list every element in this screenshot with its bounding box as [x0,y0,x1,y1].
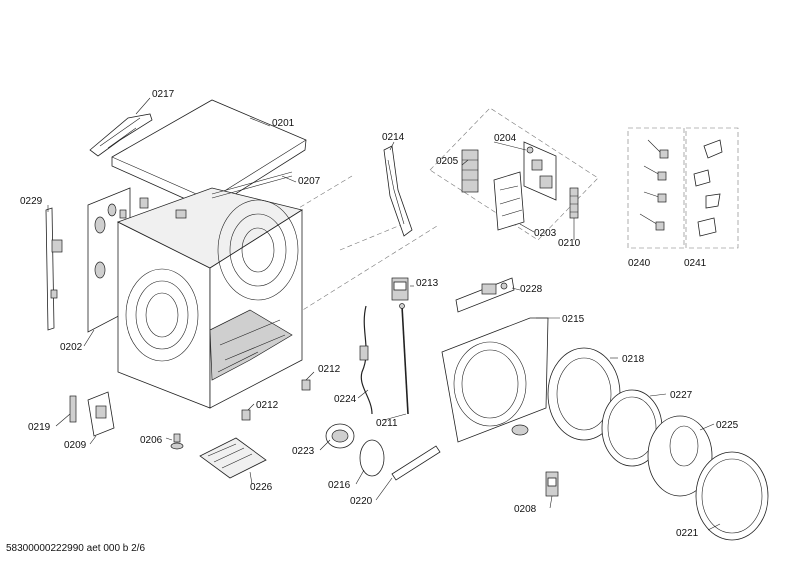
part-0215-front-panel [441,317,549,443]
part-0209-module-box [87,391,115,437]
part-0214-side-bracket [383,145,413,237]
label-0241: 0241 [684,258,707,269]
part-0227-door-frame [601,389,663,467]
label-0240: 0240 [628,258,651,269]
part-0219-small-part [69,395,77,423]
label-0218: 0218 [622,354,645,365]
label-0228: 0228 [520,284,543,295]
label-0214: 0214 [382,132,405,143]
label-0212-upper: 0212 [318,364,341,375]
label-0227: 0227 [670,390,693,401]
label-0203: 0203 [534,228,557,239]
label-0217: 0217 [152,89,175,100]
part-0224-cable [359,305,373,415]
part-0208-door-lock [545,471,559,497]
part-0240-fasteners [639,139,669,231]
part-0241-brackets [693,139,723,237]
part-0210-connector [569,187,579,219]
label-0213: 0213 [416,278,439,289]
label-0204: 0204 [494,133,517,144]
part-0217-top-bracket [89,113,153,157]
label-0212-lower: 0212 [256,400,279,411]
part-0226-base-tray [199,437,267,479]
label-0226: 0226 [250,482,273,493]
cabinet-housing [116,187,304,409]
part-0206-foot [170,433,184,450]
part-0223-clamp [325,423,355,449]
label-0206: 0206 [140,435,163,446]
part-0229-side-strut [45,207,63,331]
part-0218-door-ring [547,347,621,441]
label-0223: 0223 [292,446,315,457]
label-0202: 0202 [60,342,83,353]
label-0208: 0208 [514,504,537,515]
label-0205: 0205 [436,156,459,167]
part-0204-electronic-board [523,141,557,201]
label-0207: 0207 [298,176,321,187]
leader-lines [47,97,721,531]
part-0207-rear-strip [211,171,293,199]
part-0211-rod [399,303,409,415]
label-0209: 0209 [64,440,87,451]
part-0205-module [461,149,479,193]
label-0215: 0215 [562,314,585,325]
part-0216-cover-cap [359,439,385,477]
part-0213-relay [391,277,409,301]
label-0201: 0201 [272,118,295,129]
label-0216: 0216 [328,480,351,491]
label-0219: 0219 [28,422,51,433]
label-0225: 0225 [716,420,739,431]
part-0221-door-seal [695,451,769,541]
label-0210: 0210 [558,238,581,249]
document-footer-code: 58300000222990 aet 000 b 2/6 [6,543,146,554]
part-labels: 0217 0201 0214 0204 0205 0207 0229 0203 … [20,89,739,539]
part-0220-hinge-strip [391,445,441,481]
label-0221: 0221 [676,528,699,539]
part-0228-control-panel [455,277,515,313]
label-0224: 0224 [334,394,357,405]
part-0225-door-glass [647,415,713,497]
label-0211: 0211 [376,418,398,429]
part-0203-housing [493,171,525,231]
label-0220: 0220 [350,496,373,507]
label-0229: 0229 [20,196,43,207]
